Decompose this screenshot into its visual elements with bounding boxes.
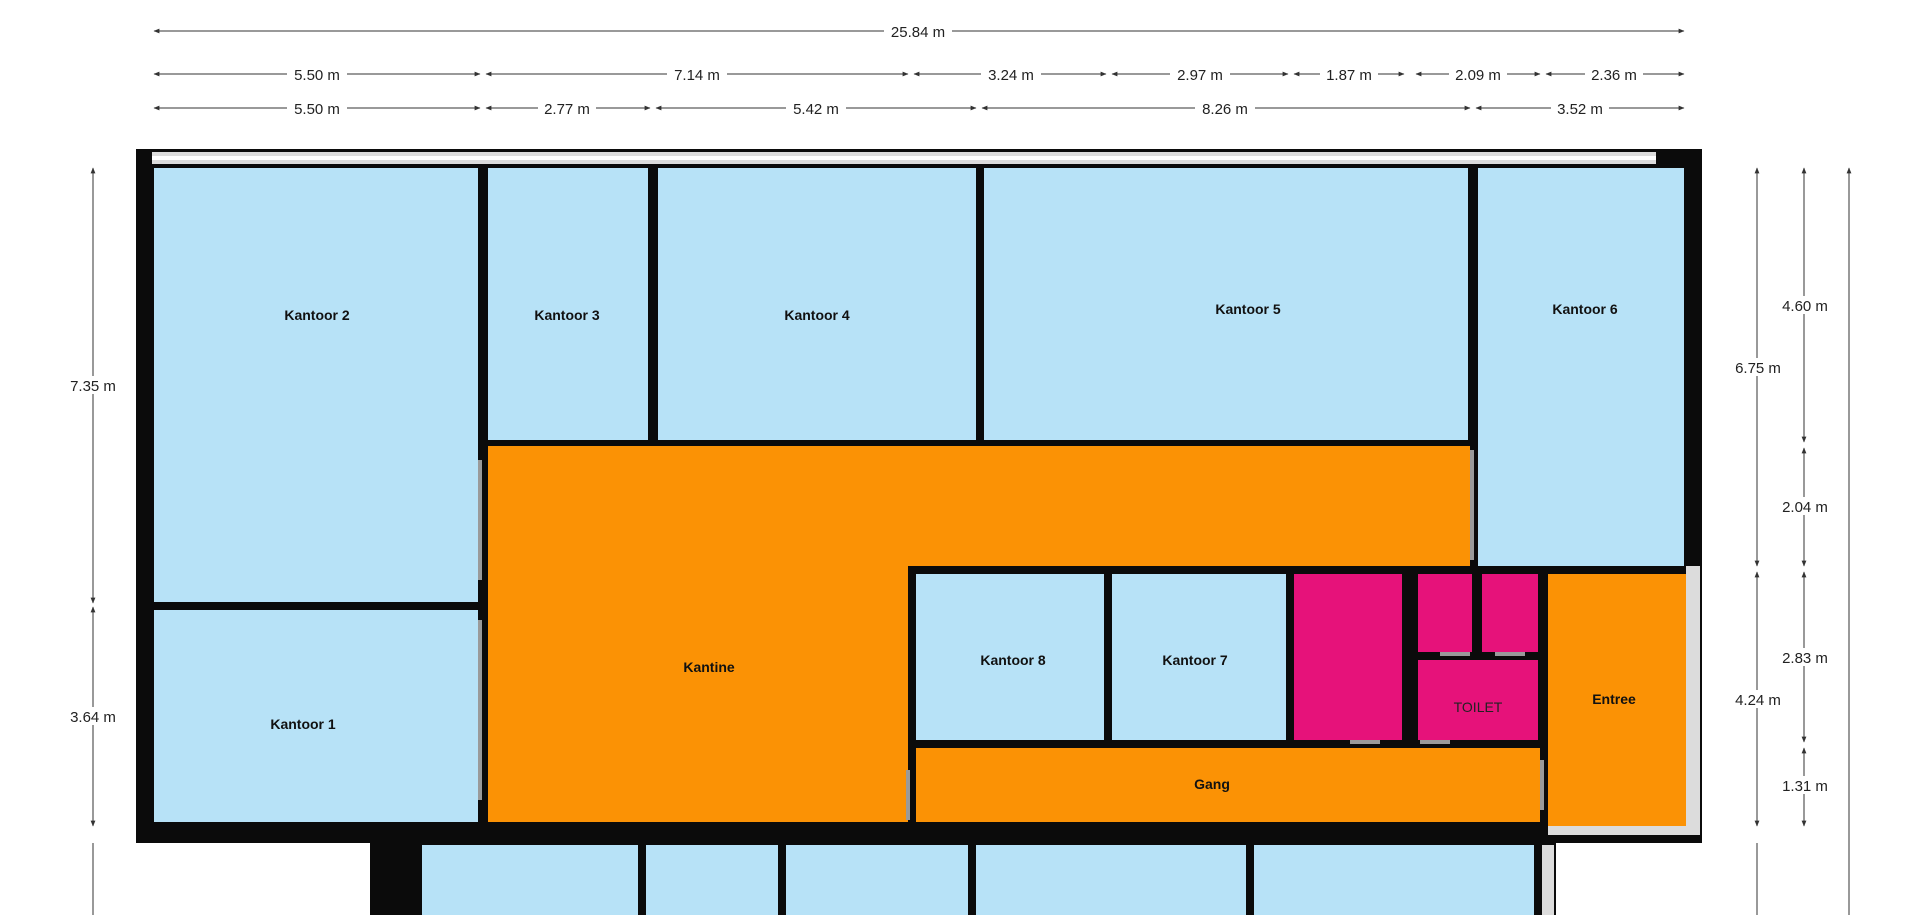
dim-row1-4: 1.87 m: [1326, 67, 1372, 84]
dim-right-inner-3: 1.31 m: [1782, 778, 1828, 795]
label-kantoor-3: Kantoor 3: [534, 307, 600, 323]
label-kantoor-7: Kantoor 7: [1162, 652, 1228, 668]
room-kantoor-8: [916, 574, 1104, 740]
door-marks: [478, 450, 1544, 820]
room-lower-1: [422, 845, 638, 915]
room-entree: [1548, 574, 1694, 826]
dim-row1-5: 2.09 m: [1455, 67, 1501, 84]
dim-row2-0: 5.50 m: [294, 101, 340, 118]
room-kantoor-1: [154, 610, 478, 822]
room-sanitary-2: [1418, 574, 1472, 652]
dim-left-1: 3.64 m: [70, 709, 116, 726]
dim-right-inner-1: 2.04 m: [1782, 499, 1828, 516]
room-gang: [916, 748, 1540, 822]
label-kantine: Kantine: [683, 659, 735, 675]
dim-row1-2: 3.24 m: [988, 67, 1034, 84]
dim-row2-4: 3.52 m: [1557, 101, 1603, 118]
room-kantoor-3: [488, 168, 648, 440]
room-lower-2: [646, 845, 778, 915]
label-kantoor-6: Kantoor 6: [1552, 301, 1618, 317]
label-kantoor-5: Kantoor 5: [1215, 301, 1281, 317]
dim-total-width: 25.84 m: [891, 24, 945, 41]
top-dimensions: 25.84 m 5.50 m 7.14 m 3.24 m 2.97 m 1.87…: [153, 22, 1685, 118]
dim-right-mid-0: 6.75 m: [1735, 360, 1781, 377]
room-kantoor-7: [1112, 574, 1286, 740]
dim-row1-3: 2.97 m: [1177, 67, 1223, 84]
room-lower-4: [976, 845, 1246, 915]
room-lower-5: [1254, 845, 1534, 915]
right-dimensions: 6.75 m 4.24 m 4.60 m 2.04 m 2.83 m 1.31 …: [1730, 167, 1852, 915]
room-lower-3: [786, 845, 968, 915]
room-labels: Kantoor 2 Kantoor 3 Kantoor 4 Kantoor 5 …: [270, 301, 1636, 792]
dim-row2-1: 2.77 m: [544, 101, 590, 118]
room-sanitary-3: [1482, 574, 1538, 652]
dim-row-1: 5.50 m 7.14 m 3.24 m 2.97 m 1.87 m 2.09 …: [153, 65, 1685, 84]
label-kantoor-2: Kantoor 2: [284, 307, 350, 323]
left-dimensions: 7.35 m 3.64 m: [66, 167, 122, 915]
label-gang: Gang: [1194, 776, 1230, 792]
dim-row-2: 5.50 m 2.77 m 5.42 m 8.26 m 3.52 m: [153, 99, 1685, 118]
room-sanitary-1: [1294, 574, 1402, 740]
label-kantoor-4: Kantoor 4: [784, 307, 850, 323]
label-kantoor-8: Kantoor 8: [980, 652, 1046, 668]
label-kantoor-1: Kantoor 1: [270, 716, 336, 732]
dim-row1-0: 5.50 m: [294, 67, 340, 84]
dim-right-inner-2: 2.83 m: [1782, 650, 1828, 667]
window-strip-right: [1686, 566, 1700, 826]
room-kantoor-5: [984, 168, 1468, 440]
room-kantoor-4: [658, 168, 976, 440]
dim-right-inner-0: 4.60 m: [1782, 298, 1828, 315]
dim-row1-1: 7.14 m: [674, 67, 720, 84]
label-toilet: TOILET: [1454, 699, 1503, 715]
room-kantine: [488, 446, 1470, 822]
dim-row2-2: 5.42 m: [793, 101, 839, 118]
room-kantoor-6: [1478, 168, 1684, 566]
dim-row2-3: 8.26 m: [1202, 101, 1248, 118]
room-kantoor-2: [154, 168, 478, 602]
room-toilet: [1418, 660, 1538, 740]
dim-row1-6: 2.36 m: [1591, 67, 1637, 84]
building: [136, 149, 1702, 915]
dim-left-0: 7.35 m: [70, 378, 116, 395]
label-entree: Entree: [1592, 691, 1636, 707]
dim-right-mid-1: 4.24 m: [1735, 692, 1781, 709]
